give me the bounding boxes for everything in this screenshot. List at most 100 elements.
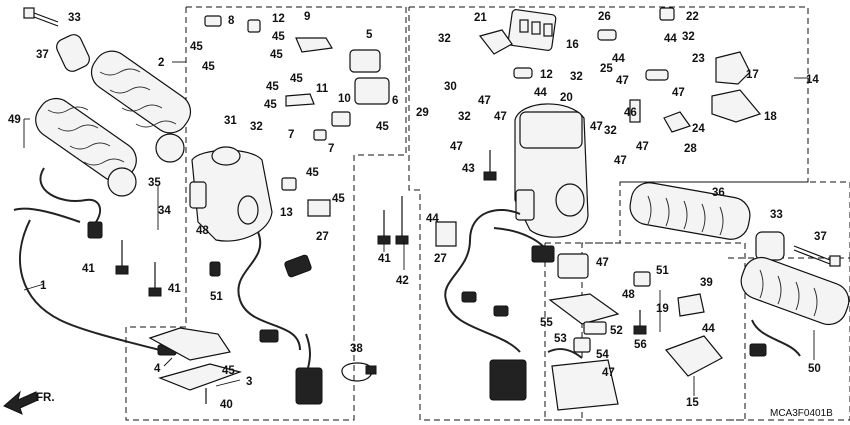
callout-14: 14 — [806, 74, 819, 86]
callout-19: 19 — [656, 303, 669, 315]
cover-group — [547, 253, 723, 411]
bolt-37-right — [793, 245, 841, 267]
callout-49: 49 — [8, 114, 21, 126]
callout-51: 51 — [210, 291, 223, 303]
right-switch-wiring — [444, 208, 555, 401]
callout-35: 35 — [148, 177, 161, 189]
callout-33b: 33 — [770, 209, 783, 221]
callout-41: 41 — [82, 263, 95, 275]
small-parts-left — [204, 15, 390, 217]
screws-right — [377, 150, 497, 247]
callout-9: 9 — [304, 11, 310, 23]
group-box-cover — [544, 242, 746, 421]
callout-37b: 37 — [814, 231, 827, 243]
callout-45h: 45 — [376, 121, 389, 133]
callout-32: 32 — [250, 121, 263, 133]
callout-26: 26 — [598, 11, 611, 23]
callout-40: 40 — [220, 399, 233, 411]
callout-44d: 44 — [426, 213, 439, 225]
callout-10: 10 — [338, 93, 351, 105]
screws-left — [115, 240, 221, 297]
callout-13: 13 — [280, 207, 293, 219]
callout-32d: 32 — [570, 71, 583, 83]
callout-25: 25 — [600, 63, 613, 75]
callout-24: 24 — [692, 123, 705, 135]
callout-42: 42 — [396, 275, 409, 287]
callout-45i: 45 — [306, 167, 319, 179]
callout-6: 6 — [392, 95, 398, 107]
callout-17: 17 — [746, 69, 759, 81]
callout-47j: 47 — [602, 367, 615, 379]
grip-35-left — [90, 50, 192, 163]
callout-46: 46 — [624, 107, 637, 119]
callout-47f: 47 — [450, 141, 463, 153]
callout-36: 36 — [712, 187, 725, 199]
callout-38: 38 — [350, 343, 363, 355]
callout-47g: 47 — [636, 141, 649, 153]
callout-27: 27 — [316, 231, 329, 243]
callout-37: 37 — [36, 49, 49, 61]
callout-34: 34 — [158, 205, 171, 217]
callout-39: 39 — [700, 277, 713, 289]
callout-54: 54 — [596, 349, 609, 361]
callout-15: 15 — [686, 397, 699, 409]
small-parts-right — [478, 7, 762, 133]
callout-45b: 45 — [202, 61, 215, 73]
direction-label: FR. — [36, 392, 55, 404]
callout-7b: 7 — [328, 143, 334, 155]
callout-31: 31 — [224, 115, 237, 127]
callout-45j: 45 — [332, 193, 345, 205]
callout-23: 23 — [692, 53, 705, 65]
callout-20: 20 — [560, 92, 573, 104]
callout-47h: 47 — [614, 155, 627, 167]
callout-27b: 27 — [434, 253, 447, 265]
callout-48b: 48 — [622, 289, 635, 301]
group-box-left-switch — [125, 6, 407, 421]
callout-29: 29 — [416, 107, 429, 119]
left-switch-wiring — [237, 231, 323, 405]
callout-47b: 47 — [494, 111, 507, 123]
heated-grip-50 — [740, 256, 850, 357]
callout-47c: 47 — [616, 75, 629, 87]
callout-47d: 47 — [672, 87, 685, 99]
direction-label-group: FR. — [36, 392, 55, 404]
callout-44b: 44 — [664, 33, 677, 45]
callout-2: 2 — [158, 57, 164, 69]
callout-45g: 45 — [264, 99, 277, 111]
callout-8: 8 — [228, 15, 235, 27]
callout-45f: 45 — [266, 81, 279, 93]
callout-30: 30 — [444, 81, 457, 93]
callout-43: 43 — [462, 163, 475, 175]
clamp-3-4 — [148, 327, 243, 404]
callout-32f: 32 — [604, 125, 617, 137]
callout-16: 16 — [566, 39, 579, 51]
callout-45k: 45 — [222, 365, 235, 377]
heated-grip-49 — [35, 97, 137, 239]
callout-12: 12 — [272, 13, 285, 25]
callout-56: 56 — [634, 339, 647, 351]
callout-55: 55 — [540, 317, 553, 329]
callout-32b: 32 — [438, 33, 451, 45]
callout-41c: 41 — [378, 253, 391, 265]
group-box-right-switch — [408, 6, 809, 421]
callout-47e: 47 — [590, 121, 603, 133]
callout-45c: 45 — [272, 31, 285, 43]
front-direction-arrow — [3, 390, 39, 415]
callout-3: 3 — [246, 376, 252, 388]
callout-11: 11 — [316, 83, 329, 95]
callout-21: 21 — [474, 12, 487, 24]
callout-45d: 45 — [270, 49, 283, 61]
callout-28: 28 — [684, 143, 697, 155]
callout-33: 33 — [68, 12, 81, 24]
leader-lines — [23, 61, 815, 396]
bar-end-weight-33-right — [755, 231, 785, 261]
left-switch-housing — [189, 146, 273, 242]
group-box-grip-right — [728, 257, 850, 421]
callout-47i: 47 — [596, 257, 609, 269]
callout-44c: 44 — [534, 87, 547, 99]
callout-32e: 32 — [682, 31, 695, 43]
grip-36-right — [629, 182, 751, 240]
callout-53: 53 — [554, 333, 567, 345]
callout-45: 45 — [190, 41, 203, 53]
